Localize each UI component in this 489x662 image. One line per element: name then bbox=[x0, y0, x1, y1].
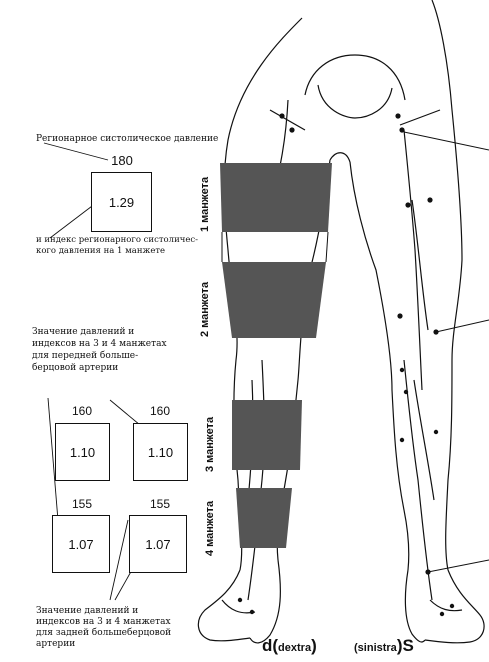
right-leg-label: d(dextra) bbox=[262, 636, 317, 656]
bottom-right-index-box: 1.07 bbox=[129, 515, 187, 573]
cuff-2 bbox=[222, 262, 326, 338]
posterior-artery-note: Значение давлений и индексов на 3 и 4 ма… bbox=[36, 606, 171, 650]
regional-index-caption: и индекс регионарного систоличес- кого д… bbox=[36, 235, 198, 257]
top-right-index-box: 1.10 bbox=[133, 423, 188, 481]
top-right-pressure: 160 bbox=[134, 404, 186, 418]
bottom-left-index-box: 1.07 bbox=[52, 515, 110, 573]
top-left-index: 1.10 bbox=[70, 445, 95, 460]
anterior-artery-note: Значение давлений и индексов на 3 и 4 ма… bbox=[32, 326, 167, 374]
bottom-right-pressure: 155 bbox=[134, 497, 186, 511]
cuff-1-label: 1 манжета bbox=[199, 177, 211, 232]
cuff1-pressure: 180 bbox=[104, 153, 140, 168]
bottom-left-pressure: 155 bbox=[56, 497, 108, 511]
top-left-index-box: 1.10 bbox=[55, 423, 110, 481]
left-leg-label: (sinistra)S bbox=[354, 636, 414, 656]
cuff1-index-box: 1.29 bbox=[91, 172, 152, 232]
cuff-4-label: 4 манжета bbox=[204, 501, 216, 556]
regional-pressure-caption: Регионарное систолическое давление bbox=[36, 134, 218, 145]
cuff-3 bbox=[232, 400, 302, 470]
top-right-index: 1.10 bbox=[148, 445, 173, 460]
top-left-pressure: 160 bbox=[56, 404, 108, 418]
cuff-4 bbox=[236, 488, 292, 548]
bottom-left-index: 1.07 bbox=[68, 537, 93, 552]
cuff-2-label: 2 манжета bbox=[199, 282, 211, 337]
cuff-1 bbox=[220, 163, 332, 232]
left-leg-outline bbox=[446, 260, 462, 570]
cuff-3-label: 3 манжета bbox=[204, 417, 216, 472]
bottom-right-index: 1.07 bbox=[145, 537, 170, 552]
cuff1-index: 1.29 bbox=[109, 195, 134, 210]
